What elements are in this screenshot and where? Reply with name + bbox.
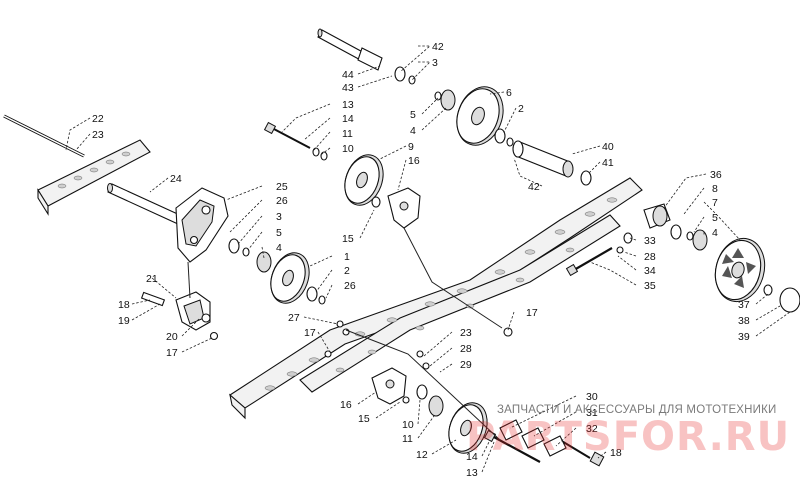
callout-30: 30 [586,391,598,403]
callout-28: 28 [460,343,472,355]
callout-5: 5 [712,212,718,224]
watermark-logo: PARTSFOR.RU [466,414,791,460]
callout-23: 23 [460,327,472,339]
idler-wheel-1 [270,252,310,304]
callout-29: 29 [460,359,472,371]
callout-9: 9 [408,141,414,153]
callout-16: 16 [340,399,352,411]
callout-24: 24 [170,173,182,185]
bolt-13-upper [263,121,311,149]
bracket-16-upper [387,187,421,229]
callout-3: 3 [432,57,438,69]
callout-21: 21 [146,273,158,285]
upper-shaft-44 [317,28,383,71]
spacer-40 [512,140,574,178]
callout-32: 32 [586,423,598,435]
callout-42: 42 [528,181,540,193]
callout-39: 39 [738,331,750,343]
callout-17: 17 [304,327,316,339]
callout-17: 17 [526,307,538,319]
callout-26: 26 [344,280,356,292]
callout-3: 3 [276,211,282,223]
callout-5: 5 [276,227,282,239]
callout-14: 14 [342,113,354,125]
bearings-and-washers [140,66,773,417]
long-shaft-22 [3,114,85,158]
callout-20: 20 [166,331,178,343]
callout-23: 23 [92,129,104,141]
callout-labels: 42 3 44 43 6 2 5 4 13 14 11 10 9 16 22 2… [92,41,750,479]
callout-13: 13 [342,99,354,111]
callout-1: 1 [344,251,350,263]
callout-11: 11 [342,128,353,140]
callout-6: 6 [506,87,512,99]
callout-4: 4 [410,125,416,137]
callout-38: 38 [738,315,750,327]
callout-42: 42 [432,41,444,53]
bolt-18-lower [559,439,605,467]
callout-37: 37 [738,299,750,311]
callout-5: 5 [410,109,416,121]
callout-8: 8 [712,183,718,195]
bracket-25 [175,187,229,263]
callout-26: 26 [276,195,288,207]
watermark-caption: ЗАПЧАСТИ И АКСЕССУАРЫ ДЛЯ МОТОТЕХНИКИ [497,404,777,416]
bracket-16-lower [371,367,407,405]
rear-wheel-7 [714,237,766,303]
callout-33: 33 [644,235,656,247]
callout-17: 17 [166,347,178,359]
callout-41: 41 [602,157,614,169]
callout-15: 15 [342,233,354,245]
callout-16: 16 [408,155,420,167]
callout-15: 15 [358,413,370,425]
callout-18: 18 [610,447,622,459]
callout-35: 35 [644,280,656,292]
callout-31: 31 [586,407,598,419]
callout-43: 43 [342,82,354,94]
spacer-32 [543,435,567,457]
callout-13: 13 [466,467,478,479]
left-slide-rail [37,139,151,216]
callout-7: 7 [712,197,718,209]
main-slide-rail [229,177,643,420]
callout-12: 12 [416,449,428,461]
callout-27: 27 [288,312,300,324]
callout-44: 44 [342,69,354,81]
callout-34: 34 [644,265,656,277]
callout-10: 10 [402,419,414,431]
callout-10: 10 [342,143,354,155]
callout-4: 4 [276,242,282,254]
idler-wheel-6 [456,86,504,146]
hub-cap-39 [779,287,800,313]
idler-wheel-9 [344,154,384,206]
callout-18: 18 [118,299,130,311]
leader-lines [65,45,791,473]
callout-25: 25 [276,181,288,193]
shaft-24 [107,183,183,225]
callout-2: 2 [518,103,524,115]
callout-40: 40 [602,141,614,153]
hub-36 [643,203,671,229]
callout-19: 19 [118,315,130,327]
tensioner-block-21 [175,291,211,331]
callout-36: 36 [710,169,722,181]
callout-28: 28 [644,251,656,263]
callout-11: 11 [402,433,413,445]
bolt-35 [565,247,613,277]
spacer-31 [521,427,545,449]
callout-2: 2 [344,265,350,277]
callout-4: 4 [712,227,718,239]
callout-14: 14 [466,451,478,463]
callout-22: 22 [92,113,104,125]
